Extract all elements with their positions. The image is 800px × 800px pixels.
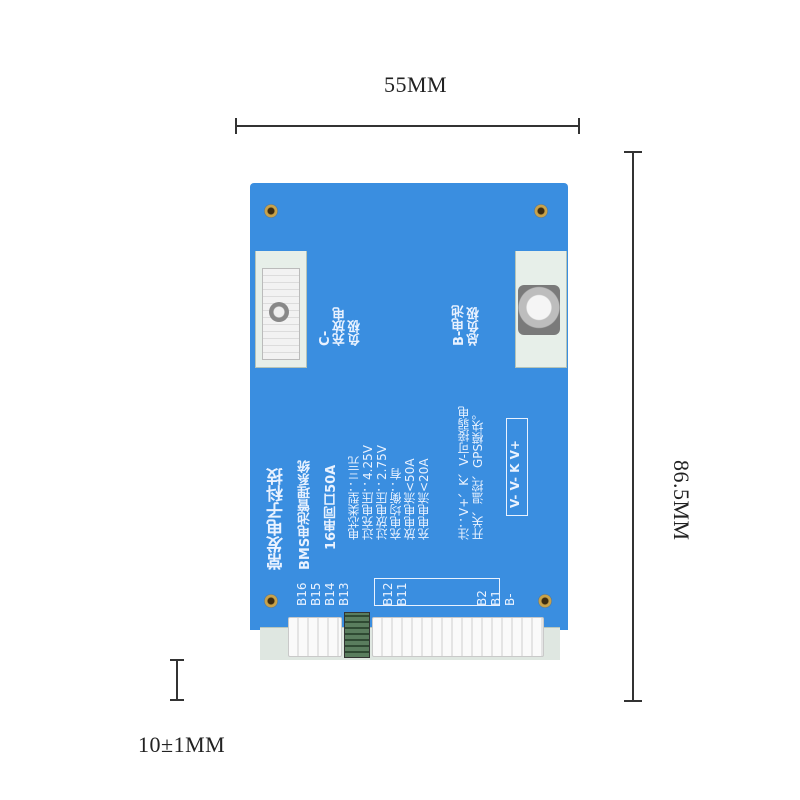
board-top-section: [250, 183, 568, 251]
note-line-2: 开关、温控、GPS模块。: [471, 407, 485, 540]
width-dimension-line: [236, 125, 580, 127]
note-line-1: 注：V+、K、V-可接弱电: [457, 406, 471, 540]
thickness-dimension-line: [176, 660, 178, 700]
width-dimension-label: 55MM: [384, 72, 448, 97]
width-dimension-tick-left: [235, 118, 237, 134]
mounting-hole-bottom-right: [538, 594, 552, 608]
thickness-dimension-tick-top: [170, 659, 184, 661]
thickness-dimension-tick-bottom: [170, 699, 184, 701]
brand-line: 常发电子科技: [267, 468, 287, 570]
pin-label-b15: B15: [309, 582, 323, 606]
terminal-label-box: [506, 418, 528, 516]
terminal-label: V- V- K V+: [508, 440, 522, 508]
pin-label-b12: B12: [381, 582, 395, 606]
balance-connector-left: [288, 617, 342, 657]
left-screw-terminal: [269, 302, 289, 322]
board-center-section: [308, 250, 512, 370]
pin-label-b16: B16: [295, 582, 309, 606]
width-dimension-tick-right: [578, 118, 580, 134]
spec-line-1: 电芯类型：三元: [347, 456, 361, 540]
left-cutout-label: C- 充放电 负极: [318, 307, 363, 346]
height-dimension-tick-bottom: [624, 700, 642, 702]
thickness-dimension-label: 10±1MM: [138, 732, 226, 757]
right-screw-terminal: [518, 285, 560, 335]
product-line: BMS电池管理系统: [298, 459, 313, 570]
model-line: 16串同口50A: [324, 464, 339, 550]
board-lower-section: [250, 368, 568, 630]
mounting-hole-top-right: [534, 204, 548, 218]
green-component: [344, 612, 370, 658]
height-dimension-tick-top: [624, 151, 642, 153]
mounting-hole-bottom-left: [264, 594, 278, 608]
mounting-hole-top-left: [264, 204, 278, 218]
spec-line-6: 充电电流<20A: [417, 458, 431, 540]
pin-label-b14: B14: [323, 582, 337, 606]
spec-line-3: 过放电压：2.75V: [375, 445, 389, 540]
spec-line-4: 充电均衡：有: [389, 468, 403, 540]
spec-line-2: 过充电压：4.25V: [361, 445, 375, 540]
pin-label-box: [374, 578, 500, 606]
pin-label-b1: B1: [489, 590, 503, 606]
pin-label-b11: B11: [395, 582, 409, 606]
pin-label-b13: B13: [337, 582, 351, 606]
height-dimension-line: [632, 152, 634, 702]
height-dimension-label: 86.5MM: [669, 460, 694, 541]
balance-connector-right: [372, 617, 544, 657]
pin-label-b2: B2: [475, 590, 489, 606]
spec-line-5: 放电电流<50A: [403, 458, 417, 540]
pin-label-b-: B-: [503, 593, 517, 606]
right-cutout-label: B-电池 总负极: [452, 304, 482, 346]
